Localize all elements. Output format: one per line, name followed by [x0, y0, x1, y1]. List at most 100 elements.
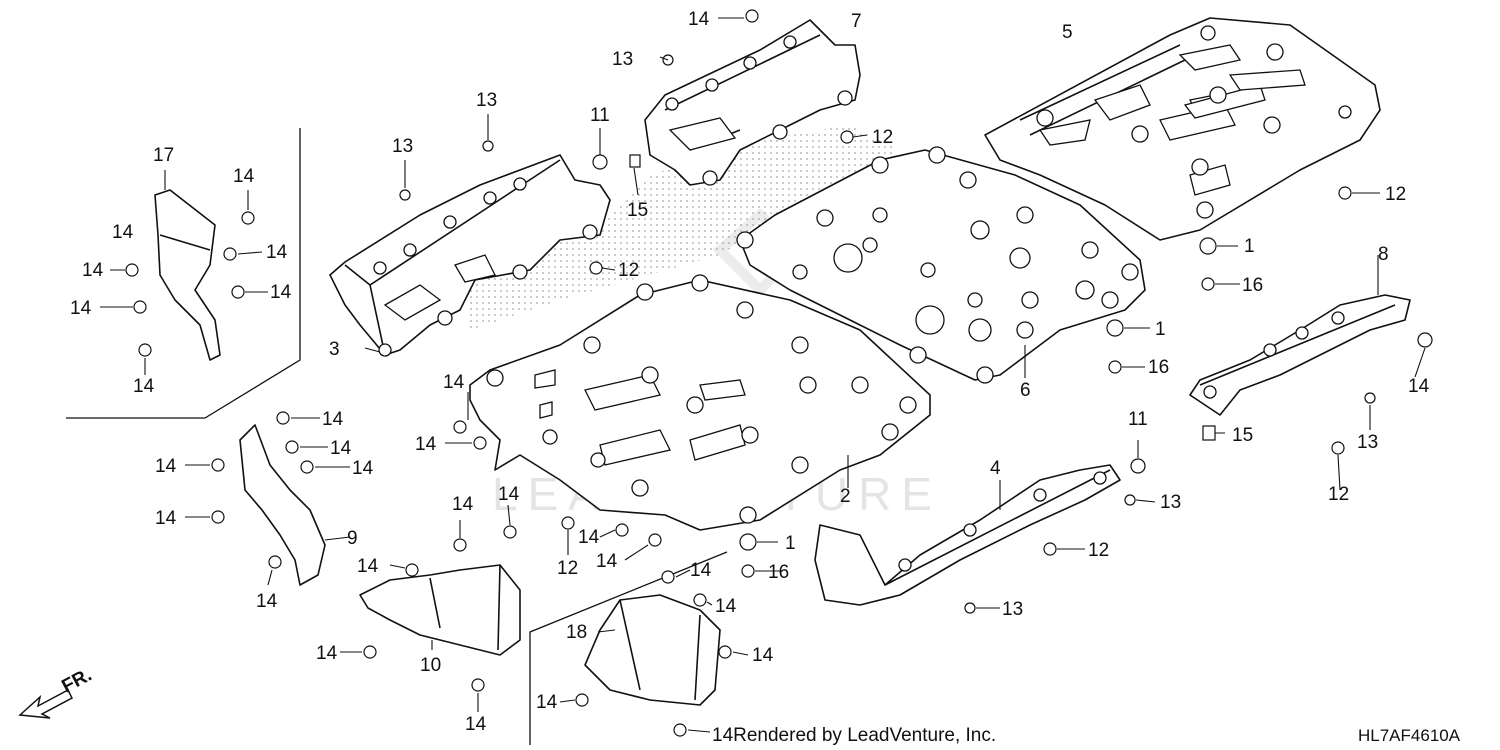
fasteners: [125, 9, 1433, 737]
label-15: 15: [1232, 425, 1253, 446]
label-3: 3: [329, 339, 340, 360]
clip-14-17f: [138, 343, 152, 357]
bolt-12b: [589, 261, 603, 275]
label-8: 8: [1378, 244, 1389, 265]
clip-14-part8: [1417, 332, 1433, 348]
bolt-12e: [1043, 542, 1057, 556]
label-14: 14: [452, 494, 474, 515]
label-13: 13: [1002, 599, 1023, 620]
label-14: 14: [270, 282, 292, 303]
label-12: 12: [1088, 540, 1109, 561]
label-14: 14: [415, 434, 437, 455]
label-1: 1: [1244, 236, 1255, 257]
part-17-bracket: [154, 189, 221, 361]
label-14: 14: [133, 376, 155, 397]
bolt-12f: [561, 516, 575, 530]
label-1: 1: [785, 533, 796, 554]
clip-14a: [745, 9, 759, 23]
label-14: 14: [155, 456, 177, 477]
part-9-bracket: [239, 424, 326, 586]
clip-14-17c: [223, 247, 237, 261]
label-13: 13: [1357, 432, 1378, 453]
label-2: 2: [840, 486, 851, 507]
bolt-13f: [964, 602, 976, 614]
part-3-side-guard: [329, 154, 611, 357]
clip-14-9a: [276, 411, 290, 425]
clip-14-2b: [473, 436, 487, 450]
nut-11b: [1130, 458, 1146, 474]
label-14: 14: [596, 551, 618, 572]
clip-14-18a: [661, 570, 675, 584]
label-7: 7: [851, 11, 862, 32]
bolt-13c: [399, 189, 411, 201]
label-14: 14: [112, 222, 134, 243]
clip-14-2c: [615, 523, 629, 537]
clip-14-18b: [693, 593, 707, 607]
bolt-16a: [1201, 277, 1215, 291]
part-2-floor-panel: [469, 274, 931, 531]
clip-14-10d: [363, 645, 377, 659]
label-14: 14: [688, 9, 710, 30]
credit-text: 14Rendered by LeadVenture, Inc.: [712, 725, 996, 746]
label-13: 13: [1160, 492, 1181, 513]
label-12: 12: [1385, 184, 1406, 205]
label-14: 14: [256, 591, 278, 612]
part-5-skid-plate: [984, 17, 1381, 241]
frame-bottom-box: [529, 551, 728, 745]
clip-14-17b: [125, 263, 139, 277]
clip-14-10c: [405, 563, 419, 577]
part-10-cover: [359, 564, 521, 656]
clip-14-10b: [503, 525, 517, 539]
clip-14-17e: [133, 300, 147, 314]
label-14: 14: [352, 458, 374, 479]
callout-labels: 14 7 13 5 13 11 12 13 17 14 15 12 14 14 …: [70, 9, 1430, 735]
label-14: 14: [357, 556, 379, 577]
label-14: 14: [322, 409, 344, 430]
label-14: 14: [82, 260, 104, 281]
label-11: 11: [1128, 409, 1148, 430]
clip-14-18c: [718, 645, 732, 659]
frame-left-box: [66, 128, 301, 419]
grommet-1a: [1199, 237, 1217, 255]
label-12: 12: [1328, 484, 1349, 505]
label-13: 13: [612, 49, 633, 70]
clip-14-9e: [211, 510, 225, 524]
clip-14-18e: [673, 723, 687, 737]
label-14: 14: [752, 645, 774, 666]
clip-14-9b: [285, 440, 299, 454]
label-14: 14: [330, 438, 352, 459]
bolt-16c: [741, 564, 755, 578]
label-14: 14: [316, 643, 338, 664]
clip-14-10e: [471, 678, 485, 692]
label-12: 12: [557, 558, 578, 579]
clip-15b: [1202, 425, 1216, 441]
bolt-12a: [840, 130, 854, 144]
front-direction-arrow: FR.: [18, 665, 95, 719]
grommet-1b: [1106, 319, 1124, 337]
clip-14-17d: [231, 285, 245, 299]
label-16: 16: [768, 562, 789, 583]
label-13: 13: [476, 90, 497, 111]
part-4-side-rail: [814, 464, 1121, 606]
clip-14-17a: [241, 211, 255, 225]
shaded-area: [470, 125, 900, 330]
label-14: 14: [715, 596, 737, 617]
grommet-1c: [739, 533, 757, 551]
label-14: 14: [465, 714, 487, 735]
clip-14-2a: [453, 420, 467, 434]
bolt-13b: [482, 140, 494, 152]
label-14: 14: [578, 527, 600, 548]
label-13: 13: [392, 136, 413, 157]
leader-lines: [100, 17, 1426, 733]
clip-14-18d: [575, 693, 589, 707]
label-14: 14: [536, 692, 558, 713]
label-14: 14: [155, 508, 177, 529]
label-14: 14: [498, 484, 520, 505]
bolt-12c: [1338, 186, 1352, 200]
part-7-upper-guard: [644, 19, 861, 186]
label-10: 10: [420, 655, 441, 676]
bolt-16b: [1108, 360, 1122, 374]
label-12: 12: [872, 127, 893, 148]
label-9: 9: [347, 528, 358, 549]
